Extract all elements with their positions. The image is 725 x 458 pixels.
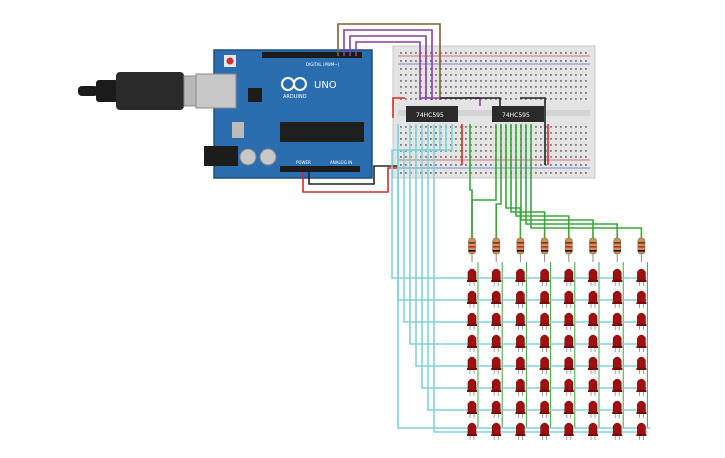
led — [636, 334, 647, 352]
led — [515, 268, 526, 286]
led — [491, 268, 502, 286]
led — [491, 400, 502, 418]
led — [467, 312, 477, 330]
led — [539, 268, 550, 286]
column-wire — [530, 124, 643, 238]
led — [563, 378, 574, 396]
capacitor-icon — [239, 148, 257, 166]
column-wire — [495, 124, 502, 238]
led — [515, 290, 526, 308]
led — [563, 334, 574, 352]
led — [612, 400, 623, 418]
row-wire — [391, 124, 648, 279]
column-wire — [510, 124, 546, 238]
column-wires — [469, 124, 648, 428]
led — [515, 378, 526, 396]
led — [467, 268, 477, 286]
led — [636, 356, 647, 374]
led-matrix — [467, 268, 647, 440]
power-label: POWER — [296, 160, 311, 165]
led — [612, 334, 623, 352]
led — [491, 378, 502, 396]
shift-register-2[interactable]: 74HC595 — [492, 106, 544, 122]
row-wire — [427, 124, 648, 411]
led — [491, 334, 502, 352]
row-wire — [403, 124, 648, 323]
atmega-chip — [280, 122, 364, 142]
led — [612, 268, 623, 286]
digital-header — [262, 52, 362, 58]
digital-label: DIGITAL (PWM~) — [306, 62, 340, 67]
column-wire — [505, 124, 522, 238]
led — [515, 400, 526, 418]
led — [636, 268, 647, 286]
led — [563, 422, 574, 440]
led — [563, 312, 574, 330]
led — [636, 400, 647, 418]
led — [539, 400, 550, 418]
arduino-logo-icon — [281, 77, 307, 91]
led — [515, 312, 526, 330]
analog-label: ANALOG IN — [330, 160, 352, 165]
power-analog-header — [280, 166, 360, 172]
led — [467, 400, 477, 418]
chip-2-label: 74HC595 — [502, 112, 530, 119]
led — [491, 356, 502, 374]
led — [636, 422, 647, 440]
led — [588, 290, 598, 308]
led — [515, 334, 526, 352]
arduino-brand: ARDUINO — [283, 94, 307, 100]
led — [515, 356, 526, 374]
led — [588, 400, 598, 418]
led — [467, 422, 477, 440]
led — [612, 356, 623, 374]
led — [612, 422, 623, 440]
led — [588, 268, 598, 286]
led — [539, 356, 550, 374]
resistor-bank — [468, 237, 646, 262]
column-wire — [469, 124, 473, 238]
led — [588, 334, 598, 352]
led — [539, 290, 550, 308]
arduino-model: UNO — [314, 80, 337, 91]
led — [612, 378, 623, 396]
led — [636, 290, 647, 308]
led — [563, 400, 574, 418]
led — [467, 378, 477, 396]
led — [515, 422, 526, 440]
led — [539, 334, 550, 352]
led — [539, 422, 550, 440]
led — [563, 268, 574, 286]
led — [467, 356, 477, 374]
led — [467, 334, 477, 352]
led — [636, 378, 647, 396]
chip-1-label: 74HC595 — [416, 112, 444, 119]
led — [563, 290, 574, 308]
led — [491, 422, 502, 440]
led — [491, 290, 502, 308]
led — [636, 312, 647, 330]
column-wire — [525, 124, 618, 238]
row-wire — [433, 124, 648, 433]
led — [588, 312, 598, 330]
row-wires — [391, 124, 650, 433]
led — [612, 312, 623, 330]
column-wire — [515, 124, 570, 238]
led — [588, 378, 598, 396]
led — [467, 290, 477, 308]
row-wire — [409, 124, 648, 345]
led — [588, 356, 598, 374]
column-wire — [520, 124, 594, 238]
led — [539, 312, 550, 330]
data-wires — [337, 23, 549, 165]
led — [612, 290, 623, 308]
led — [491, 312, 502, 330]
led — [563, 356, 574, 374]
shift-register-1[interactable]: 74HC595 — [406, 106, 458, 122]
arduino-uno-board[interactable]: ARDUINO UNO DIGITAL (PWM~) POWER ANALOG … — [195, 49, 373, 179]
led — [539, 378, 550, 396]
led — [588, 422, 598, 440]
